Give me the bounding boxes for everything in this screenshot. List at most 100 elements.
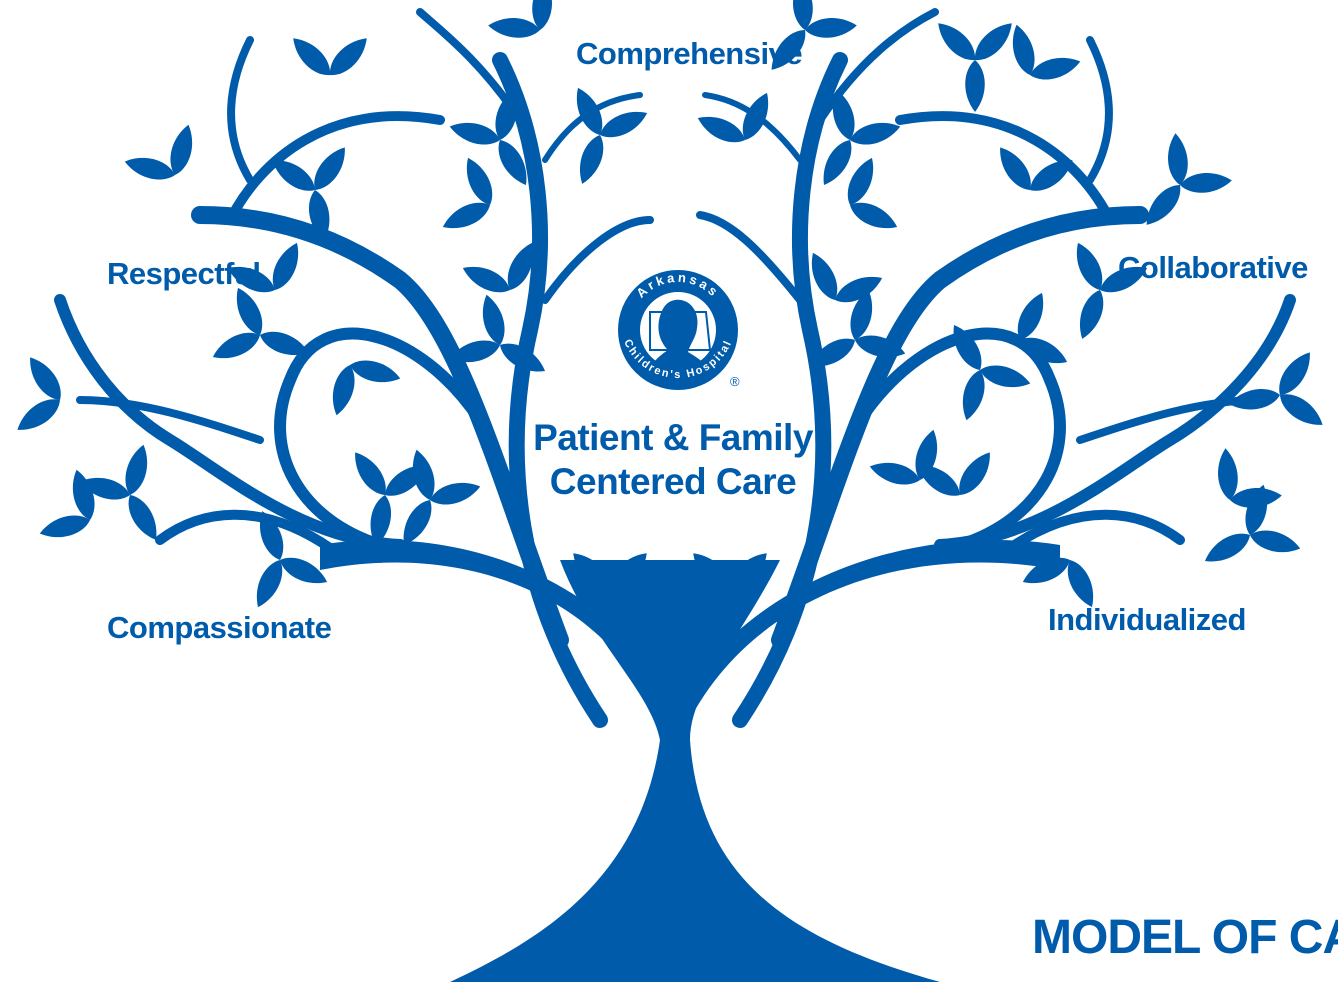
leaf-icon bbox=[272, 242, 299, 290]
leaf-icon bbox=[256, 560, 283, 608]
leaf-cluster-icon bbox=[256, 511, 328, 608]
branch-center-left-inner bbox=[541, 216, 654, 304]
leaf-icon bbox=[507, 242, 534, 290]
arkansas-state-outline bbox=[649, 311, 712, 351]
leaf-cluster-icon bbox=[462, 242, 534, 293]
label-individualized: Individualized bbox=[1048, 602, 1246, 637]
leaf-icon bbox=[272, 160, 315, 191]
child-silhouette-icon bbox=[650, 299, 708, 368]
leaf-icon bbox=[771, 29, 806, 70]
leaf-icon bbox=[609, 553, 647, 591]
branch-right-main bbox=[771, 206, 1149, 649]
leaf-cluster-icon bbox=[293, 38, 367, 76]
leaf-icon bbox=[600, 590, 620, 642]
center-title: Patient & Family Centered Care bbox=[508, 416, 838, 505]
leaf-cluster-icon bbox=[39, 469, 95, 538]
branch-right-lower bbox=[934, 294, 1296, 551]
branch-left-bottom bbox=[155, 509, 335, 553]
leaf-icon bbox=[729, 553, 767, 591]
leaf-icon bbox=[697, 116, 745, 143]
leaf-icon bbox=[1000, 147, 1031, 190]
leaf-icon bbox=[532, 0, 552, 30]
leaf-icon bbox=[980, 365, 1031, 388]
leaf-icon bbox=[227, 266, 275, 293]
leaf-icon bbox=[847, 157, 874, 205]
leaf-icon bbox=[495, 89, 518, 140]
leaf-icon bbox=[170, 124, 193, 175]
leaf-icon bbox=[974, 23, 1012, 61]
leaf-icon bbox=[693, 553, 731, 591]
leaf-icon bbox=[573, 553, 611, 591]
leaf-cluster-icon bbox=[212, 287, 309, 359]
leaf-icon bbox=[850, 122, 901, 145]
leaf-icon bbox=[959, 452, 990, 495]
leaf-icon bbox=[500, 343, 546, 372]
label-collaborative: Collaborative bbox=[1118, 250, 1308, 285]
leaf-icon bbox=[915, 429, 938, 480]
leaf-cluster-icon bbox=[1076, 242, 1148, 339]
leaf-icon bbox=[850, 202, 898, 229]
branch-right-top bbox=[1086, 36, 1113, 184]
leaf-icon bbox=[466, 157, 493, 205]
leaf-icon bbox=[600, 111, 648, 138]
leaf-cluster-icon bbox=[1218, 448, 1282, 508]
leaf-icon bbox=[442, 202, 490, 229]
leaf-icon bbox=[855, 335, 906, 358]
leaf-icon bbox=[805, 18, 857, 38]
leaf-icon bbox=[1146, 184, 1181, 225]
leaf-cluster-icon bbox=[693, 553, 767, 591]
leaf-icon bbox=[1017, 292, 1044, 340]
leaf-cluster-icon bbox=[488, 0, 552, 38]
leaf-cluster-icon bbox=[17, 357, 61, 430]
leaf-icon bbox=[1280, 394, 1323, 425]
leaf-icon bbox=[259, 511, 284, 560]
leaf-icon bbox=[350, 360, 401, 383]
branch-right-mid bbox=[854, 327, 1066, 551]
leaf-icon bbox=[370, 495, 392, 547]
leaf-cluster-icon bbox=[1000, 147, 1073, 191]
leaf-icon bbox=[1228, 388, 1280, 410]
leaf-cluster-icon bbox=[1204, 484, 1301, 562]
leaf-icon bbox=[1022, 557, 1070, 584]
leaf-icon bbox=[1076, 242, 1103, 290]
leaf-icon bbox=[39, 515, 90, 538]
branch-left-mid bbox=[274, 327, 486, 551]
leaf-icon bbox=[260, 331, 309, 356]
leaf-cluster-icon bbox=[953, 324, 1031, 421]
leaf-icon bbox=[72, 469, 95, 520]
leaf-icon bbox=[128, 495, 157, 541]
leaf-icon bbox=[449, 122, 500, 145]
leaf-icon bbox=[1030, 160, 1073, 191]
leaf-icon bbox=[355, 452, 386, 495]
leaf-cluster-icon bbox=[442, 157, 493, 229]
leaf-icon bbox=[462, 266, 510, 293]
label-comprehensive: Comprehensive bbox=[576, 36, 803, 71]
leaf-icon bbox=[1079, 290, 1104, 339]
leaf-icon bbox=[823, 140, 852, 186]
leaf-icon bbox=[1204, 533, 1250, 562]
leaf-cluster-icon bbox=[332, 360, 401, 416]
leaf-icon bbox=[962, 370, 985, 421]
label-respectful: Respectful bbox=[107, 256, 261, 291]
leaf-cluster-icon bbox=[227, 242, 299, 293]
branch-left-main bbox=[191, 206, 569, 649]
leaf-cluster-icon bbox=[124, 124, 193, 180]
leaf-cluster-icon bbox=[79, 444, 157, 541]
leaf-icon bbox=[329, 38, 367, 76]
leaf-icon bbox=[212, 332, 260, 359]
leaf-icon bbox=[332, 365, 355, 416]
leaf-icon bbox=[832, 89, 855, 140]
leaf-icon bbox=[308, 190, 330, 242]
leaf-icon bbox=[965, 60, 985, 112]
leaf-icon bbox=[1030, 57, 1081, 80]
leaf-icon bbox=[938, 23, 976, 61]
leaf-cluster-icon bbox=[811, 252, 883, 303]
center-title-line-2: Centered Care bbox=[549, 461, 797, 503]
leaf-cluster-icon bbox=[697, 92, 769, 143]
leaf-cluster-icon bbox=[403, 449, 481, 546]
leaf-icon bbox=[449, 340, 500, 363]
leaf-icon bbox=[1012, 24, 1035, 75]
leaf-icon bbox=[811, 252, 838, 300]
branch-center-right-inner bbox=[696, 211, 804, 304]
